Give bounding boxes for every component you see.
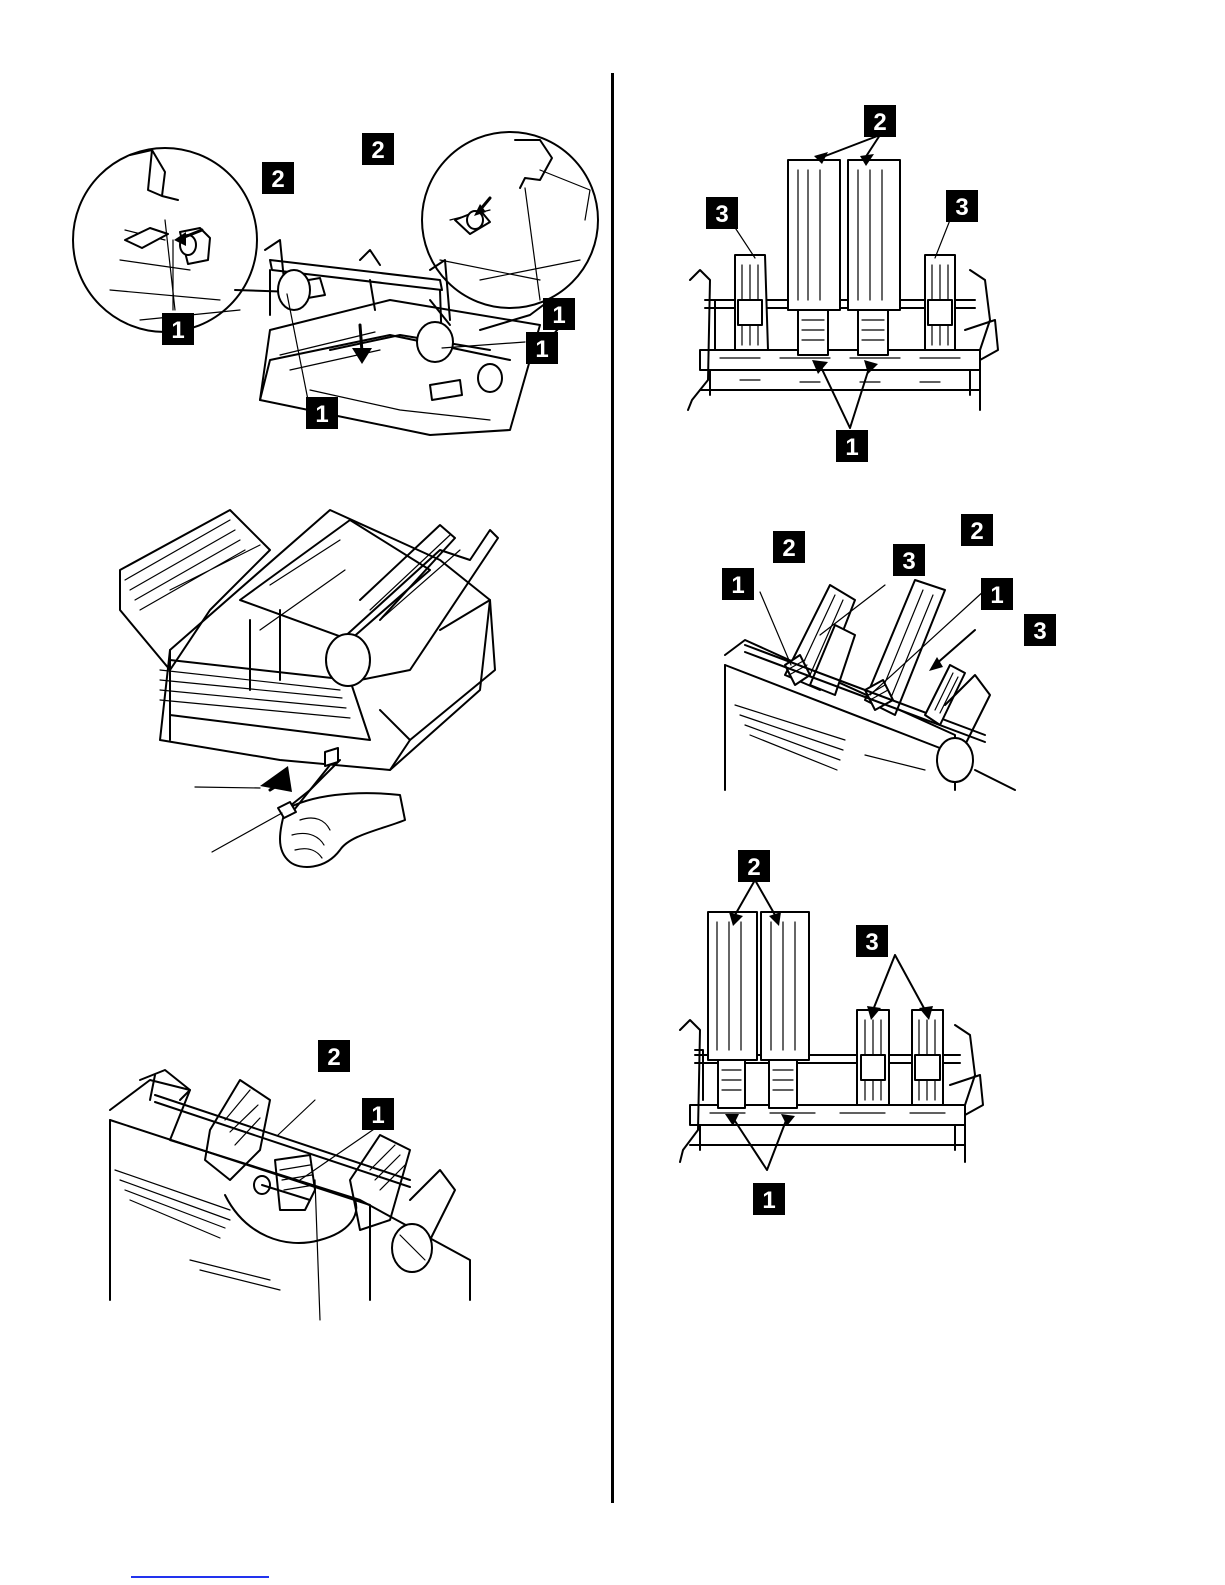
callout-1: 1	[543, 298, 575, 330]
callout-2: 2	[738, 850, 770, 882]
figure-printer-drum	[70, 110, 630, 450]
callout-1: 1	[526, 332, 558, 364]
callout-2: 2	[318, 1040, 350, 1072]
callout-3: 3	[1024, 614, 1056, 646]
callout-3: 3	[946, 190, 978, 222]
callout-1: 1	[836, 430, 868, 462]
callout-1: 1	[981, 578, 1013, 610]
callout-2: 2	[773, 531, 805, 563]
figure-tractor-angled	[725, 555, 1025, 790]
callout-2: 2	[262, 162, 294, 194]
callout-1: 1	[362, 1098, 394, 1130]
callout-1: 1	[162, 313, 194, 345]
callout-1: 1	[722, 568, 754, 600]
figure-tractor-rearranged-leaders	[675, 860, 995, 1020]
callout-2: 2	[961, 514, 993, 546]
callout-1: 1	[306, 397, 338, 429]
footer-link-underline[interactable]	[131, 1576, 269, 1578]
callout-1: 1	[753, 1183, 785, 1215]
callout-3: 3	[893, 544, 925, 576]
callout-2: 2	[864, 105, 896, 137]
callout-2: 2	[362, 133, 394, 165]
figure-tractor-detail	[110, 1060, 480, 1330]
callout-3: 3	[856, 925, 888, 957]
figure-hand-lever	[110, 490, 530, 890]
callout-3: 3	[706, 197, 738, 229]
